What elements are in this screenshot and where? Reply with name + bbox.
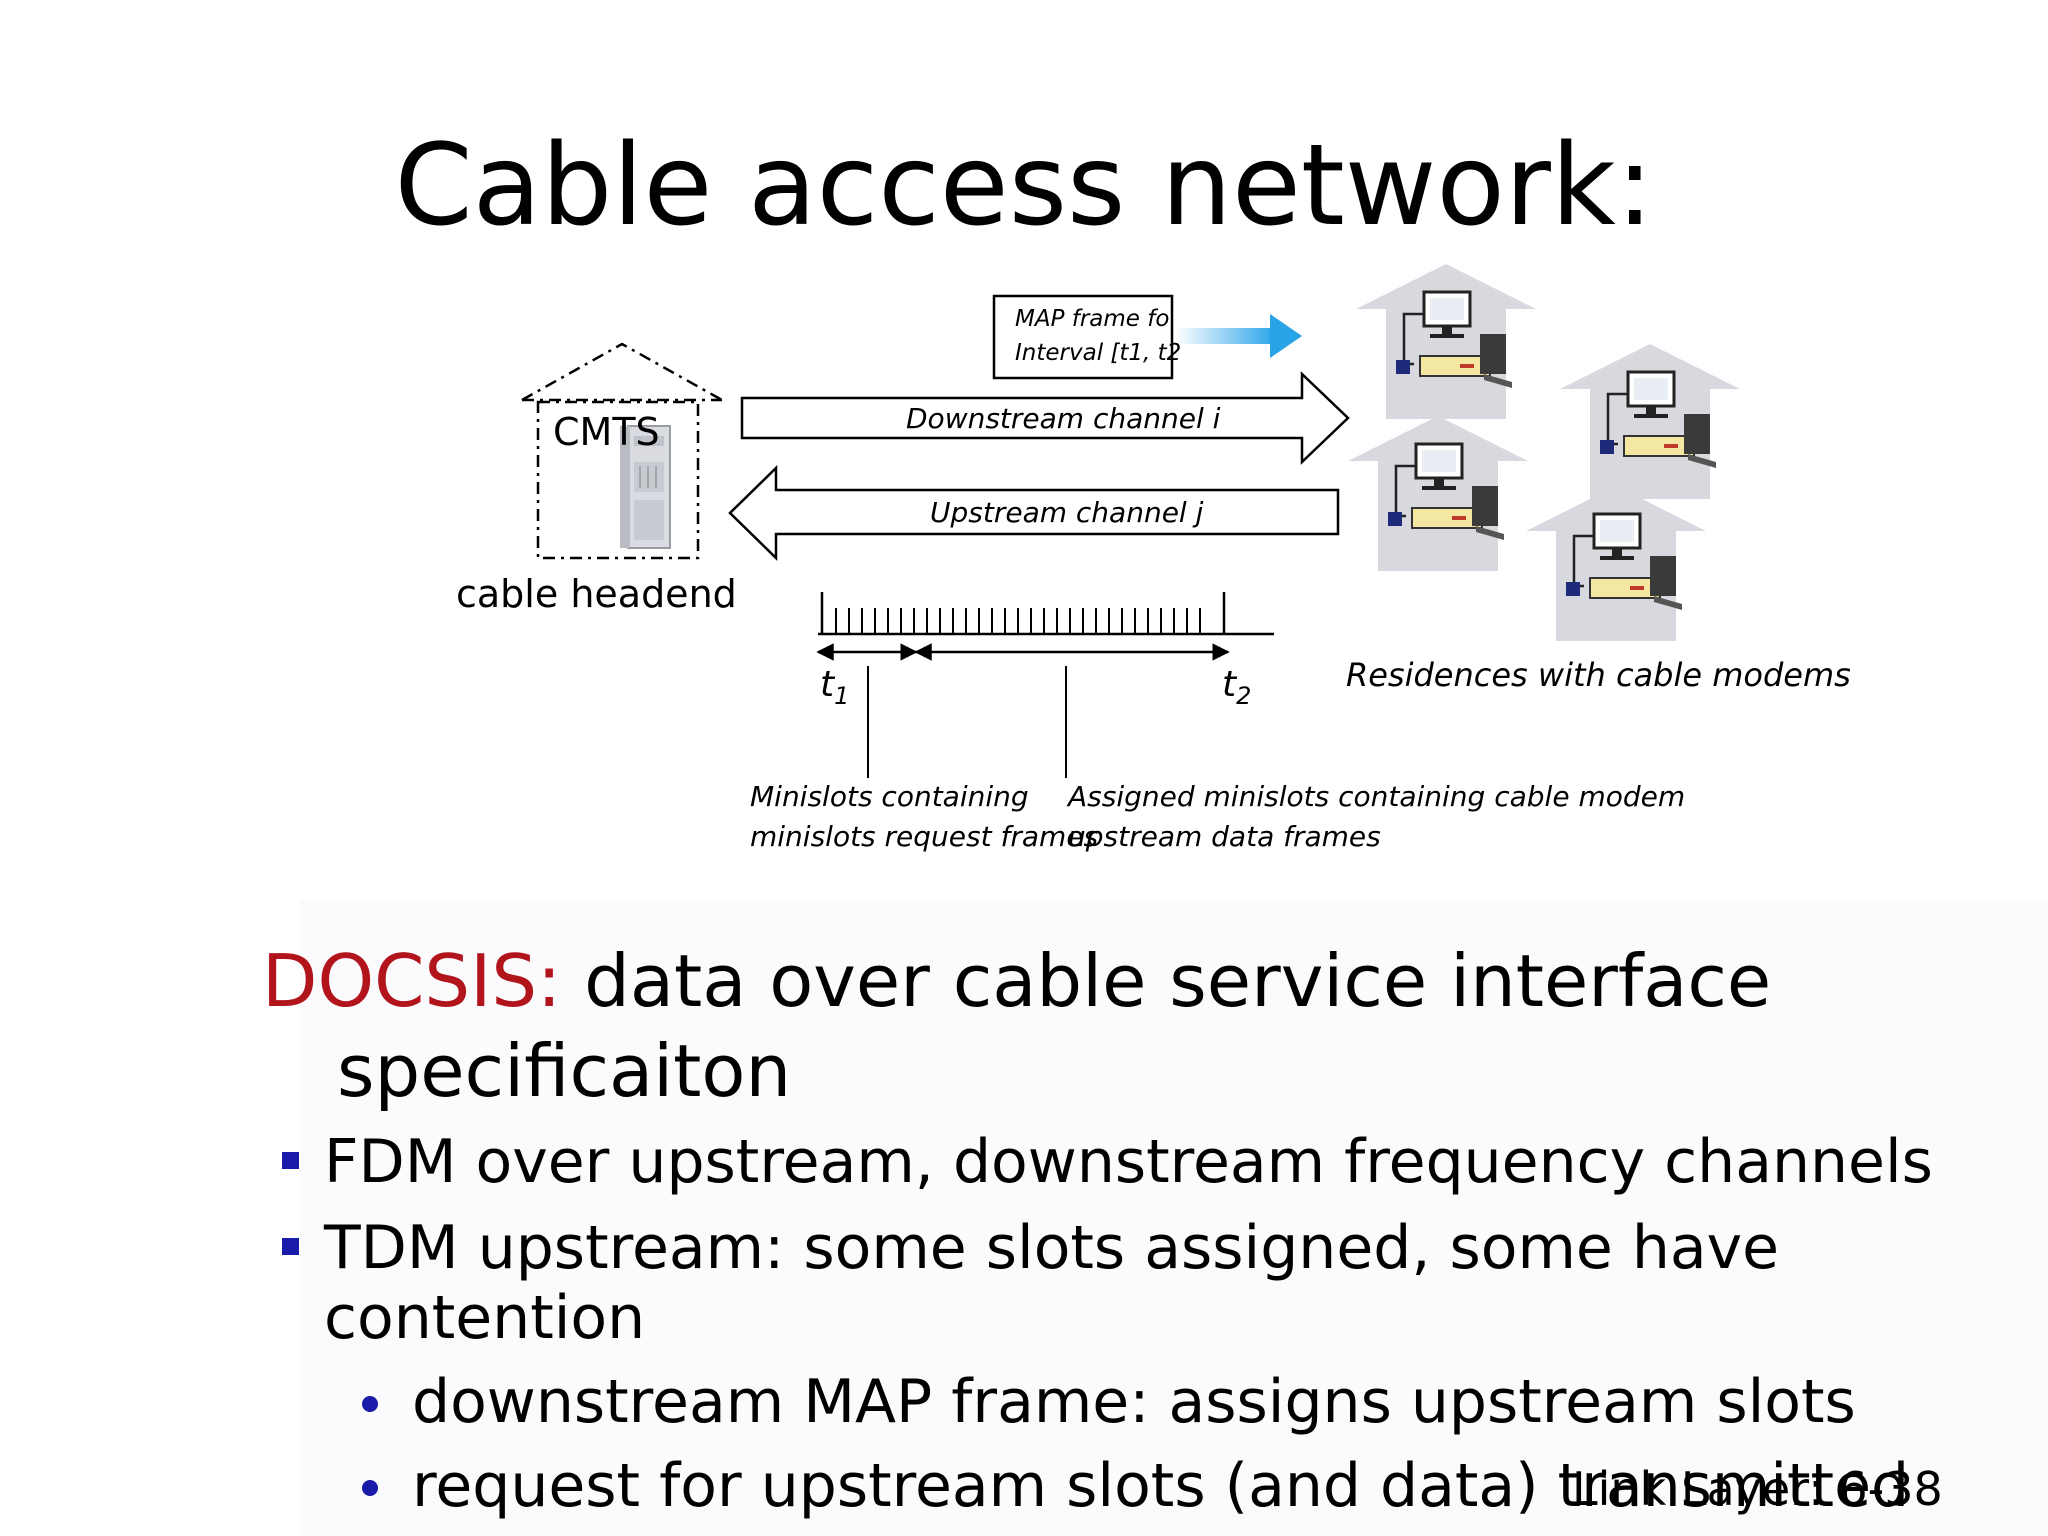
upstream-channel-label: Upstream channel j (930, 496, 1204, 529)
docsis-definition: data over cable service interface (561, 939, 1772, 1023)
subbullet-dot-icon (362, 1396, 378, 1412)
residences-caption: Residences with cable modems (1346, 656, 1851, 694)
bullet-square-icon (282, 1238, 299, 1255)
docsis-definition-continued: specificaiton (337, 1029, 792, 1113)
map-frame-arrow (1176, 314, 1302, 358)
subbullet-request: request for upstream slots (and data) tr… (412, 1451, 1910, 1521)
cable-headend-caption: cable headend (456, 572, 737, 616)
cmts-house-outline (521, 342, 723, 560)
t1-label: t1 (820, 664, 849, 710)
slide-footer: Link Layer: 6-38 (1572, 1462, 1943, 1516)
bullet-tdm: TDM upstream: some slots assigned, some … (324, 1213, 1780, 1283)
assigned-minislots-text-line1: Assigned minislots containing cable mode… (1068, 780, 1686, 813)
docsis-heading: DOCSIS: data over cable service interfac… (262, 939, 1772, 1023)
request-minislots-text-line1: Minislots containing (750, 780, 1029, 813)
assigned-minislots-text-line2: upstream data frames (1068, 820, 1381, 853)
downstream-channel-label: Downstream channel i (906, 402, 1221, 435)
residence-house-icon (1346, 414, 1530, 573)
cmts-label: CMTS (553, 410, 660, 454)
bullet-square-icon (282, 1152, 299, 1169)
t2-subscript: 2 (1236, 682, 1252, 711)
cable-network-diagram: CMTS cable headend MAP frame fo Interval… (456, 262, 1851, 853)
subbullet-dot-icon (362, 1480, 378, 1496)
bullet-fdm: FDM over upstream, downstream frequency … (324, 1127, 1933, 1197)
bullet-tdm-continued: contention (324, 1283, 646, 1353)
residence-house-icon (1354, 262, 1538, 421)
map-frame-box (992, 294, 1174, 380)
upstream-channel-arrow (728, 465, 1340, 561)
downstream-channel-arrow (740, 371, 1350, 465)
subbullet-map-frame: downstream MAP frame: assigns upstream s… (412, 1367, 1856, 1437)
minislot-timeline (818, 592, 1274, 636)
map-frame-text-line1: MAP frame fo (1015, 306, 1170, 332)
residence-house-icon (1524, 484, 1708, 643)
content-background-panel (300, 900, 2048, 1536)
t2-letter: t (1222, 664, 1237, 705)
request-minislots-text-line2: minislots request frames (750, 820, 1099, 853)
docsis-term: DOCSIS: (262, 939, 562, 1023)
t1-letter: t (820, 664, 835, 705)
minislot-ticks (835, 608, 1201, 634)
t1-subscript: 1 (834, 682, 850, 711)
slide-title: Cable access network: (394, 121, 1654, 251)
cmts-server-rack-icon (620, 425, 671, 549)
t2-label: t2 (1222, 664, 1251, 710)
map-frame-text-line2: Interval [t1, t2 (1015, 340, 1182, 366)
residence-house-icon (1558, 342, 1742, 501)
